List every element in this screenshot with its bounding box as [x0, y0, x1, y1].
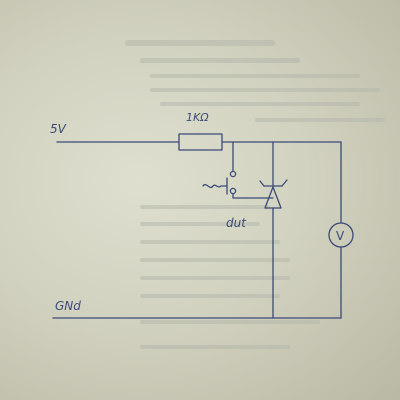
switch-to-dut-wire: [232, 193, 274, 199]
push-button-switch: [202, 170, 237, 195]
voltmeter-label: V: [336, 229, 345, 243]
resistor-label: 1KΩ: [186, 111, 209, 124]
dut-label: dut: [226, 216, 247, 230]
supply-label: 5V: [50, 122, 67, 136]
ground-label: GNd: [55, 299, 81, 313]
resistor: [178, 133, 223, 151]
